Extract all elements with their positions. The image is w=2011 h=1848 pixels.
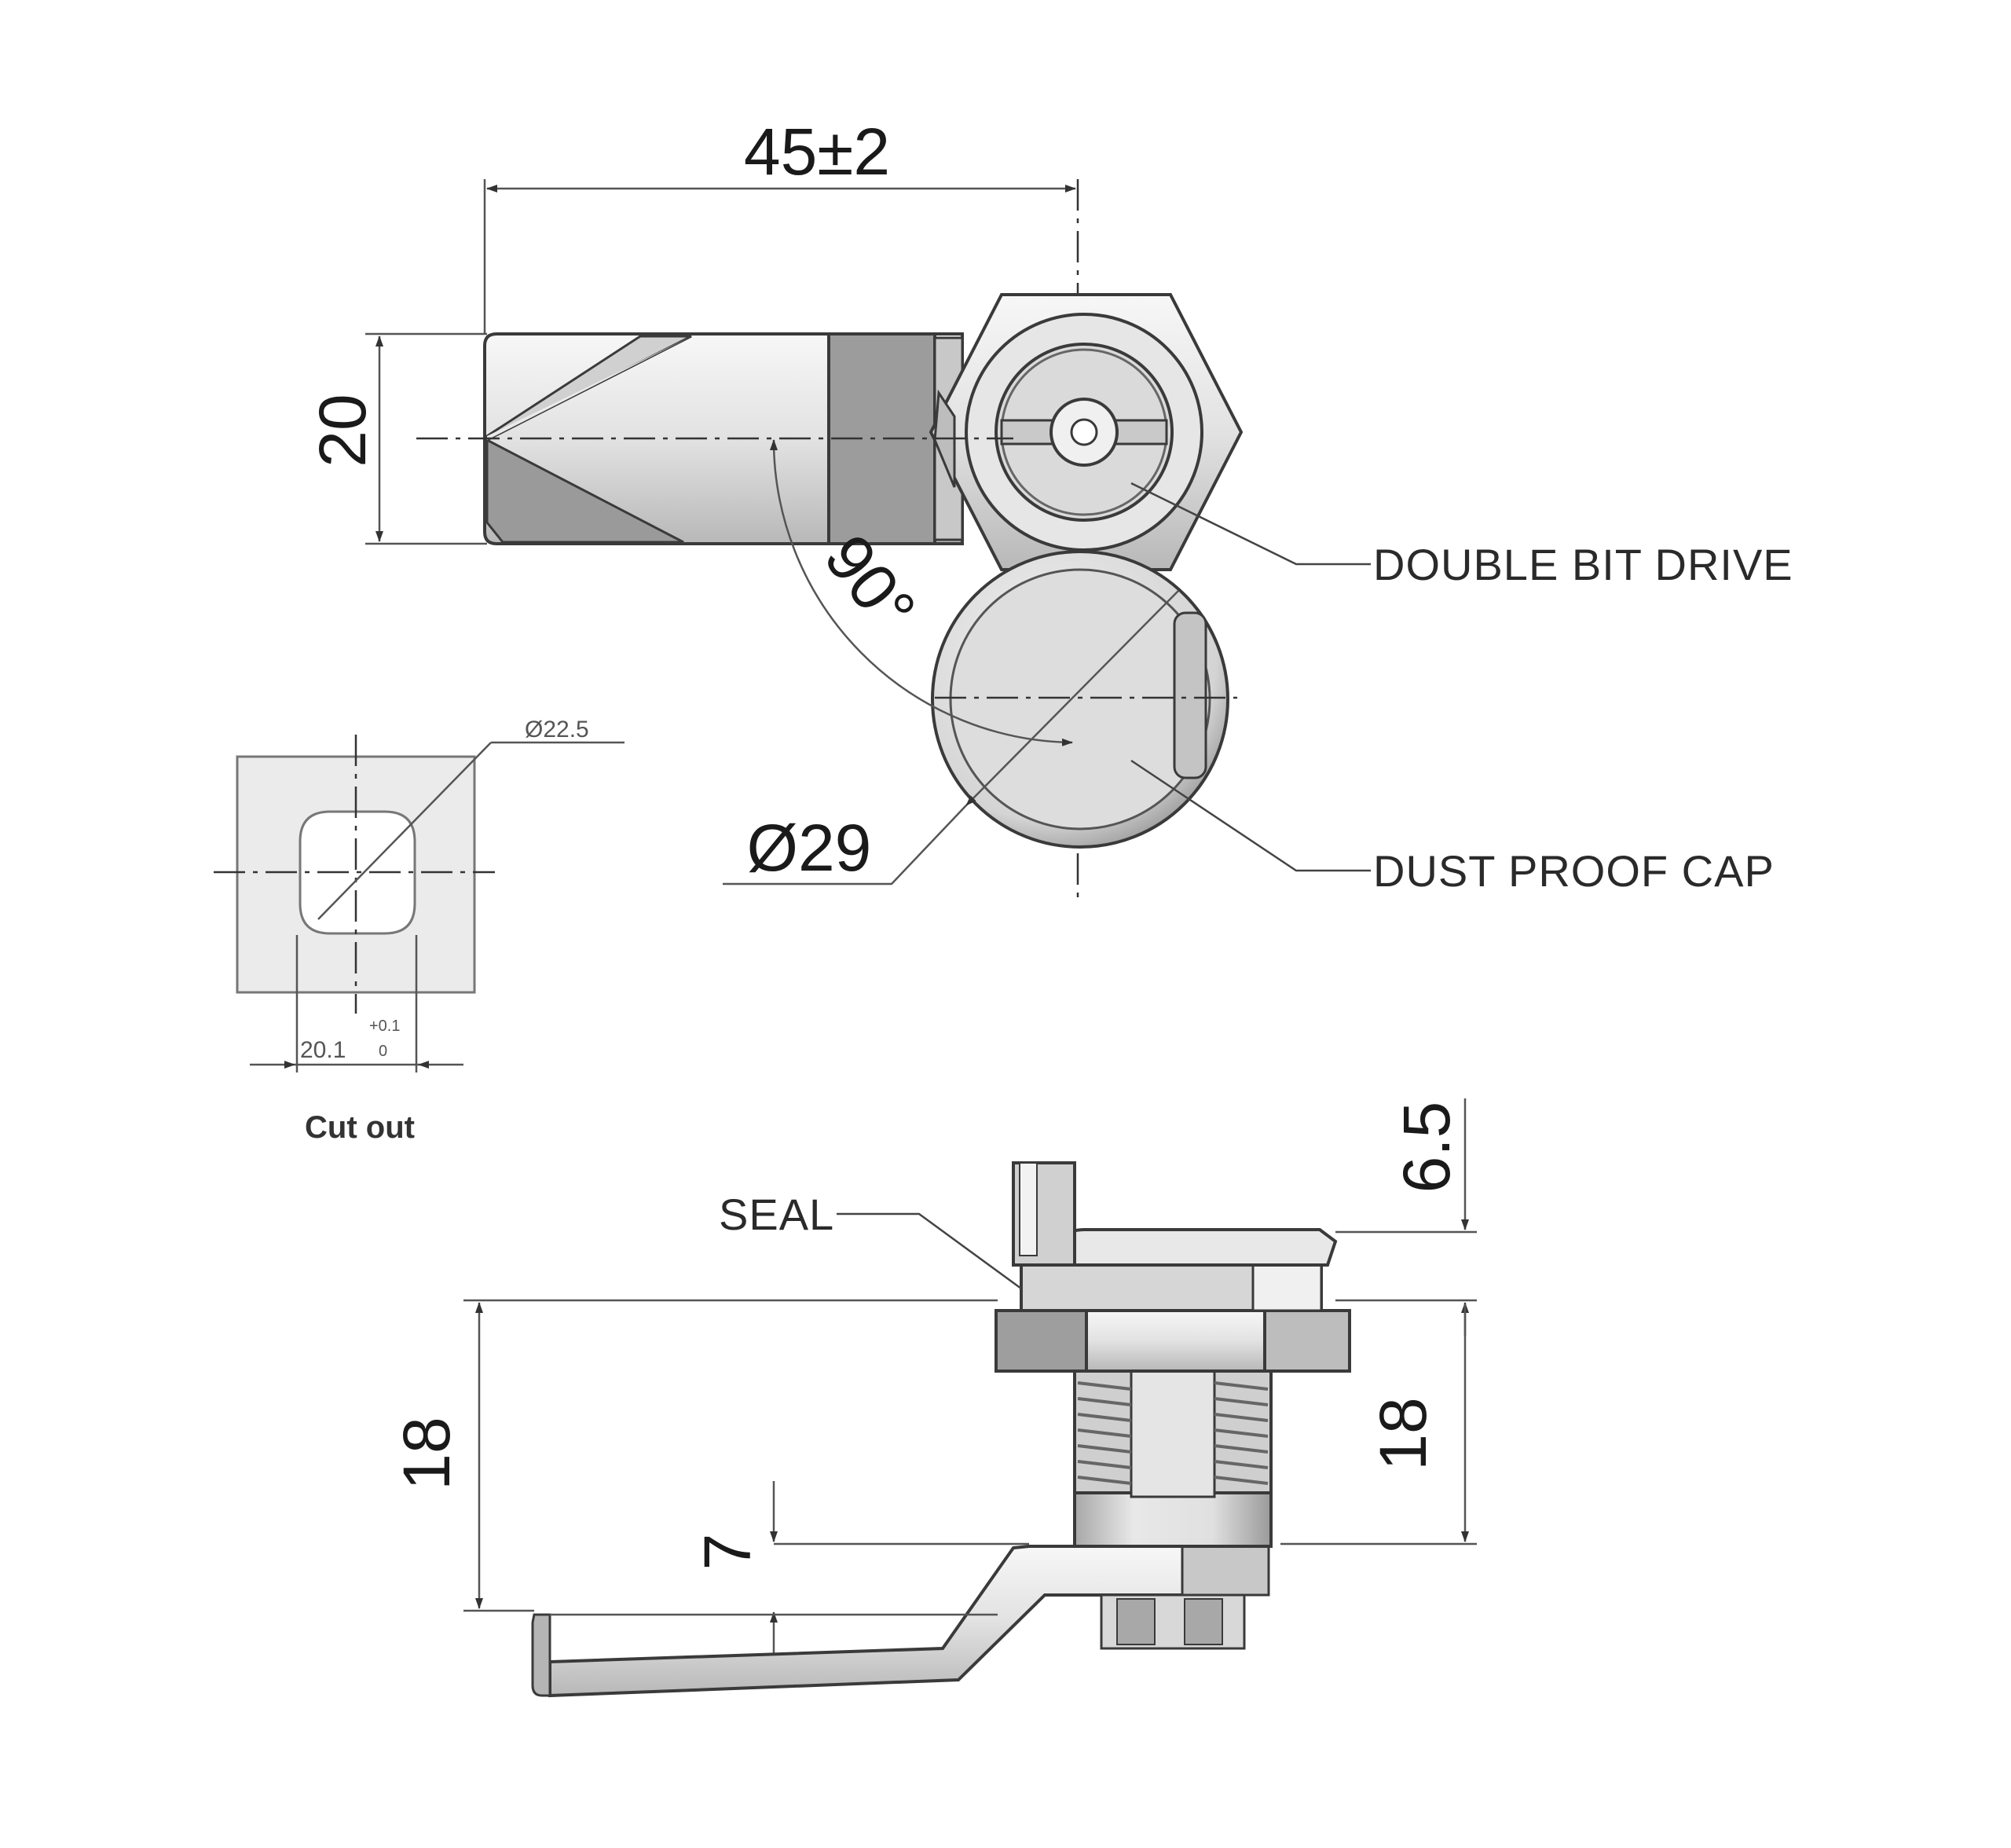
dim-cap-diameter-label: Ø29 bbox=[747, 811, 872, 885]
dim-cap-diameter-leader bbox=[723, 805, 967, 886]
dim-cap-diameter-line bbox=[965, 590, 1179, 806]
leader-dust-proof-cap bbox=[1130, 759, 1371, 872]
side-threaded-body bbox=[1073, 1370, 1273, 1548]
callout-double-bit-drive: DOUBLE BIT DRIVE bbox=[1373, 540, 1793, 589]
top-view: 45±2 20 bbox=[306, 115, 1793, 904]
dim-offset-label: 7 bbox=[690, 1534, 764, 1571]
cutout-diameter-label: Ø22.5 bbox=[525, 717, 589, 742]
lock-body-hex bbox=[929, 293, 1244, 571]
cutout-view: Ø22.5 20.1 +0.1 0 Cut out bbox=[214, 717, 625, 1145]
cutout-caption: Cut out bbox=[305, 1110, 415, 1145]
dim-height-label: 20 bbox=[306, 394, 379, 467]
dim-cap-height-label: 6.5 bbox=[1390, 1102, 1463, 1194]
leader-double-bit-drive bbox=[1130, 482, 1371, 566]
side-head-cap bbox=[1012, 1161, 1338, 1312]
dim-length-label: 45±2 bbox=[744, 115, 890, 189]
callout-dust-proof-cap: DUST PROOF CAP bbox=[1373, 846, 1775, 896]
leader-seal bbox=[837, 1212, 1022, 1290]
dim-arc-angle bbox=[770, 439, 1073, 746]
cutout-tol-lower: 0 bbox=[379, 1043, 387, 1060]
side-hex-nut bbox=[995, 1309, 1351, 1373]
side-cam-arm bbox=[548, 1545, 1188, 1698]
dim-right-height-label: 18 bbox=[1366, 1397, 1440, 1470]
callout-seal: SEAL bbox=[719, 1190, 834, 1239]
side-view: 6.5 18 18 7 bbox=[390, 1098, 1477, 1698]
dust-proof-cap bbox=[931, 550, 1237, 849]
cutout-diameter-line bbox=[317, 742, 492, 920]
dim-left-height-label: 18 bbox=[390, 1417, 463, 1490]
cutout-width-label: 20.1 bbox=[300, 1037, 346, 1063]
cutout-tol-upper: +0.1 bbox=[369, 1018, 400, 1035]
